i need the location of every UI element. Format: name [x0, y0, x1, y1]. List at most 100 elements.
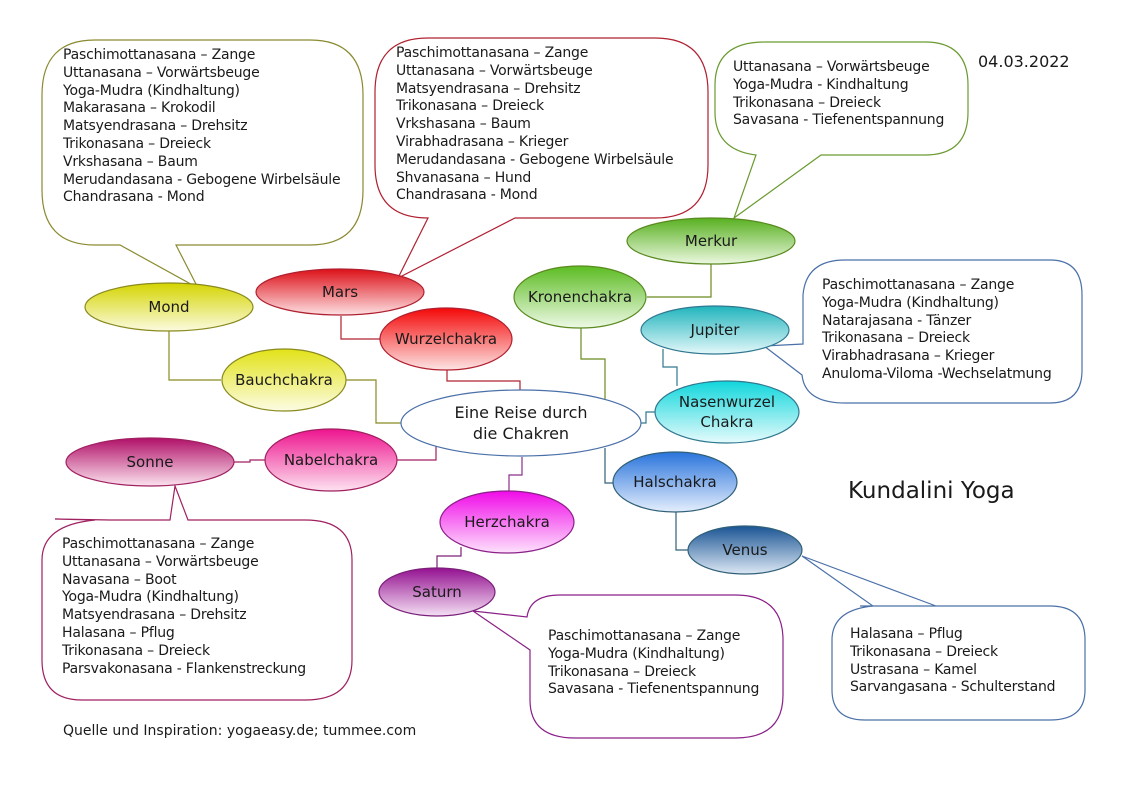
node-center[interactable] — [400, 389, 642, 457]
callout-line: Paschimottanasana – Zange — [822, 277, 1015, 293]
callout-line: Uttanasana – Vorwärtsbeuge — [396, 62, 593, 79]
connector-mars-wurzel — [340, 316, 380, 340]
label-sonne: Sonne — [126, 453, 174, 471]
callout-line: Chandrasana - Mond — [396, 187, 538, 204]
callout-line: Matsyendrasana – Drehsitz — [62, 607, 247, 624]
callout-line: Chandrasana - Mond — [63, 189, 205, 206]
label-center: Eine Reise durch die Chakren — [454, 402, 587, 444]
callout-line: Trikonasana – Dreieck — [396, 98, 544, 115]
connector-sonne-nabel — [233, 459, 265, 463]
callout-venus — [801, 555, 1086, 721]
callout-line: Ustrasana – Kamel — [850, 661, 977, 678]
label-herzchakra: Herzchakra — [464, 513, 550, 531]
callout-line: Anuloma-Viloma -Wechselatmung — [822, 365, 1052, 382]
node-halschakra[interactable] — [612, 451, 738, 513]
connector-kronen-center — [580, 328, 606, 400]
label-nasenwurzel-line2: Chakra — [700, 413, 754, 431]
node-nabelchakra[interactable] — [264, 428, 398, 492]
callout-line: Paschimottanasana – Zange — [548, 628, 741, 644]
page-title: Kundalini Yoga — [848, 478, 1015, 504]
callout-line: Trikonasana – Dreieck — [850, 643, 998, 660]
node-saturn[interactable] — [378, 567, 496, 617]
callout-line: Yoga-Mudra - Kindhaltung — [733, 76, 909, 93]
center-line1: Eine Reise durch — [454, 403, 588, 422]
callout-saturn — [472, 594, 784, 739]
callout-line: Yoga-Mudra (Kindhaltung) — [822, 294, 999, 311]
callout-line: Vrkshasana – Baum — [396, 116, 531, 133]
callout-line: Matsyendrasana – Drehsitz — [396, 80, 581, 97]
node-mond[interactable] — [84, 282, 254, 332]
connector-wurzel-center — [446, 370, 521, 391]
callout-line: Uttanasana – Vorwärtsbeuge — [63, 64, 260, 81]
node-mars[interactable] — [255, 268, 425, 316]
node-jupiter[interactable] — [640, 305, 790, 355]
callout-line: Parsvakonasana - Flankenstreckung — [62, 660, 306, 677]
callout-line: Yoga-Mudra (Kindhaltung) — [548, 645, 725, 662]
label-kronenchakra: Kronenchakra — [527, 288, 633, 306]
label-saturn: Saturn — [412, 583, 462, 601]
label-nabelchakra: Nabelchakra — [283, 451, 379, 469]
node-kronenchakra[interactable] — [513, 265, 647, 329]
node-sonne[interactable] — [65, 437, 235, 487]
node-bauchchakra[interactable] — [221, 348, 347, 412]
callout-line: Paschimottanasana – Zange — [396, 45, 589, 61]
connector-jupiter-nasen — [662, 349, 678, 386]
callout-line: Paschimottanasana – Zange — [62, 536, 255, 552]
connector-bauch-center — [338, 379, 402, 424]
label-bauchchakra: Bauchchakra — [235, 371, 333, 389]
center-line2: die Chakren — [472, 424, 570, 443]
connector-center-nasen — [640, 411, 656, 424]
source-credit: Quelle und Inspiration: yogaeasy.de; tum… — [63, 723, 417, 739]
label-nasenwurzel-line1: Nasenwurzel — [678, 393, 776, 411]
callout-line: Yoga-Mudra (Kindhaltung) — [63, 82, 240, 99]
callout-line: Makarasana – Krokodil — [63, 100, 216, 117]
callout-line: Natarajasana - Tänzer — [822, 312, 972, 329]
callout-line: Yoga-Mudra (Kindhaltung) — [62, 589, 239, 606]
callout-mond — [41, 39, 364, 290]
label-mond: Mond — [148, 298, 190, 316]
connector-herz-saturn — [436, 547, 462, 568]
callout-line: Merudandasana - Gebogene Wirbelsäule — [63, 171, 341, 188]
callout-line: Savasana - Tiefenentspannung — [733, 112, 945, 129]
node-venus[interactable] — [687, 525, 803, 575]
date-label: 04.03.2022 — [978, 52, 1070, 71]
connector-center-hals — [604, 448, 613, 484]
label-wurzelchakra: Wurzelchakra — [394, 330, 498, 348]
label-halschakra: Halschakra — [633, 473, 717, 491]
connector-nabel-center — [396, 446, 437, 461]
callout-line: Trikonasana – Dreieck — [733, 94, 881, 111]
callout-line: Sarvangasana - Schulterstand — [850, 679, 1056, 696]
node-nasenwurzel-chakra[interactable] — [654, 380, 800, 444]
callout-line: Trikonasana – Dreieck — [63, 135, 211, 152]
callout-line: Virabhadrasana – Krieger — [822, 348, 995, 365]
callout-line: Savasana - Tiefenentspannung — [548, 681, 760, 698]
label-jupiter: Jupiter — [690, 321, 740, 339]
callout-line: Uttanasana – Vorwärtsbeuge — [733, 59, 930, 75]
label-venus: Venus — [722, 541, 768, 559]
connector-center-herz — [508, 457, 523, 491]
callout-merkur — [714, 41, 969, 220]
callout-line: Matsyendrasana – Drehsitz — [63, 118, 248, 135]
callout-line: Trikonasana – Dreieck — [62, 642, 210, 659]
callout-line: Virabhadrasana – Krieger — [396, 133, 569, 150]
node-herzchakra[interactable] — [439, 490, 575, 554]
connector-merkur-kronen — [647, 263, 712, 298]
callout-line: Merudandasana - Gebogene Wirbelsäule — [396, 151, 674, 168]
callout-line: Vrkshasana – Baum — [63, 153, 198, 170]
callout-sonne — [41, 483, 353, 701]
node-wurzelchakra[interactable] — [379, 307, 513, 371]
callout-line: Shvanasana – Hund — [396, 169, 532, 186]
callout-line: Halasana – Pflug — [850, 626, 963, 642]
callout-line: Paschimottanasana – Zange — [63, 47, 256, 63]
node-merkur[interactable] — [626, 217, 796, 265]
callout-line: Halasana – Pflug — [62, 624, 175, 641]
label-nasenwurzel-chakra: Nasenwurzel Chakra — [679, 392, 775, 432]
